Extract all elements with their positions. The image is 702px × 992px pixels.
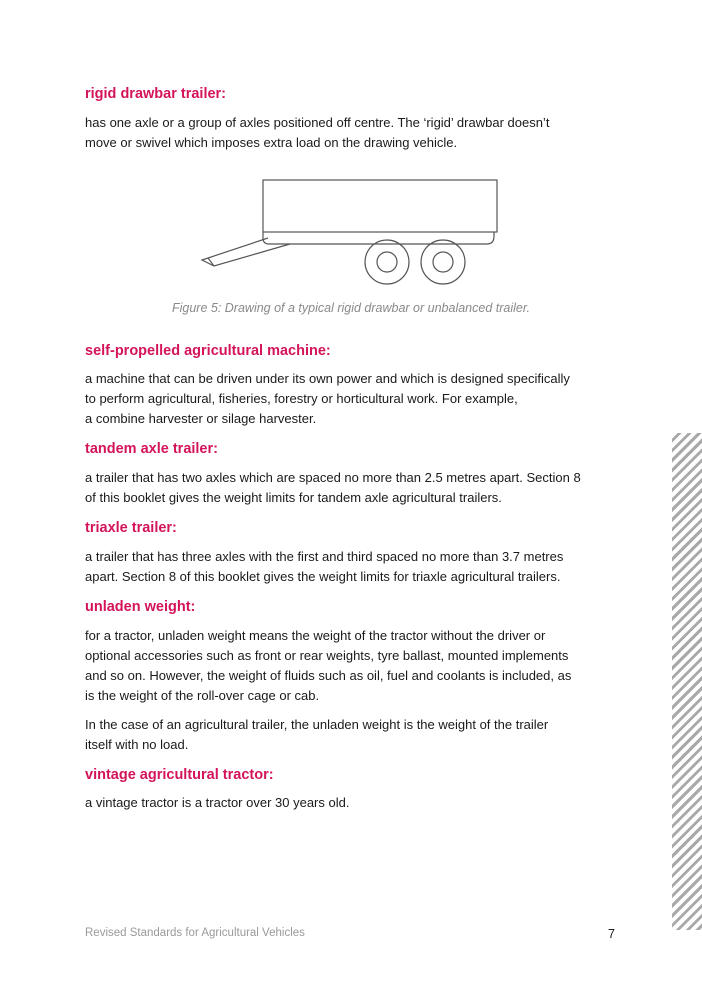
term-definition: a machine that can be driven under its o… <box>85 371 570 426</box>
wheel-rear <box>420 239 466 285</box>
decorative-stripes <box>672 433 702 930</box>
figure-caption: Figure 5: Drawing of a typical rigid dra… <box>171 301 531 315</box>
trailer-drawing <box>200 179 498 285</box>
term-definition: a trailer that has two axles which are s… <box>85 470 581 505</box>
term-definition: for a tractor, unladen weight means the … <box>85 628 572 703</box>
term-heading: tandem axle trailer: <box>85 441 218 457</box>
term-heading: self-propelled agricultural machine: <box>85 343 331 359</box>
term-heading: vintage agricultural tractor: <box>85 767 274 783</box>
term-definition: a trailer that has three axles with the … <box>85 549 564 584</box>
trailer-body <box>262 179 498 233</box>
term-heading: rigid drawbar trailer: <box>85 86 227 102</box>
page-number: 7 <box>608 927 615 941</box>
term-definition: has one axle or a group of axles positio… <box>85 115 550 150</box>
footer-title: Revised Standards for Agricultural Vehic… <box>85 927 305 939</box>
wheel-front <box>364 239 410 285</box>
term-definition: a vintage tractor is a tractor over 30 y… <box>85 795 350 810</box>
term-heading: unladen weight: <box>85 599 196 615</box>
term-definition-continued: In the case of an agricultural trailer, … <box>85 717 549 752</box>
term-heading: triaxle trailer: <box>85 520 177 536</box>
